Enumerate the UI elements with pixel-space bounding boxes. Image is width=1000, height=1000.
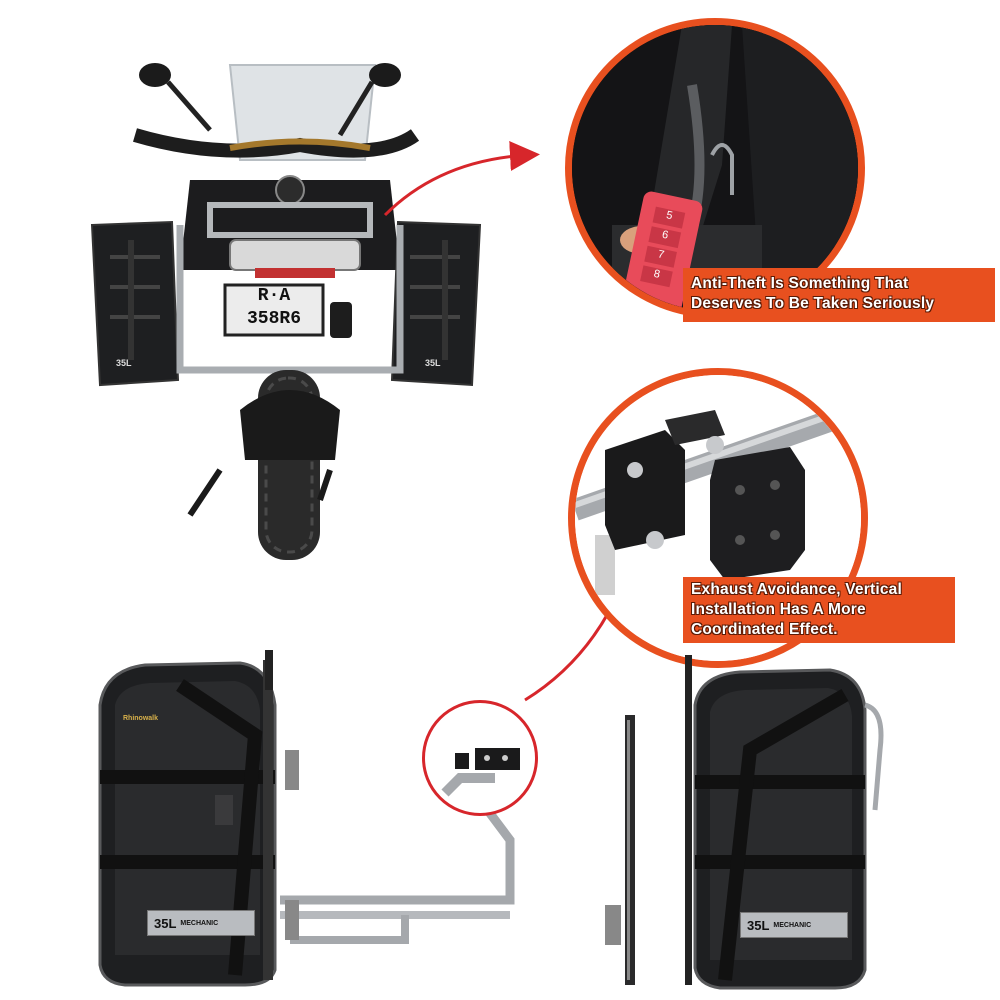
left-bag-illustration bbox=[98, 650, 515, 987]
lock-closeup bbox=[572, 25, 858, 311]
lock-digit: 8 bbox=[640, 265, 673, 288]
right-bag-capacity-label: 35L bbox=[425, 358, 441, 368]
mount-inset-illustration bbox=[441, 748, 520, 797]
plate-line-1: R·A bbox=[257, 286, 291, 306]
lock-digit: 5 bbox=[652, 206, 686, 229]
exhaust-callout: Exhaust Avoidance, Vertical Installation… bbox=[683, 577, 955, 643]
motorcycle-photo: R·A 358R6 35L 35L bbox=[80, 40, 520, 600]
mount-inset-circle bbox=[422, 700, 538, 816]
license-plate: R·A 358R6 bbox=[225, 285, 323, 335]
motorcycle-illustration bbox=[90, 63, 482, 560]
left-bag-badge: 35L MECHANIC bbox=[147, 910, 255, 936]
exhaust-line-1: Exhaust Avoidance, Vertical bbox=[691, 581, 903, 598]
left-bag-capacity-label: 35L bbox=[116, 358, 132, 368]
right-badge-capacity: 35L bbox=[747, 917, 770, 933]
left-bag-with-rack: Rhinowalk 35L MECHANIC bbox=[85, 645, 545, 990]
right-bag-badge: 35L MECHANIC bbox=[740, 912, 848, 938]
right-badge-brand: MECHANIC bbox=[773, 921, 812, 929]
left-bag-logo: Rhinowalk bbox=[123, 715, 159, 722]
left-badge-capacity: 35L bbox=[154, 915, 177, 931]
exhaust-line-2: Installation Has A More bbox=[691, 601, 866, 618]
lock-digit: 6 bbox=[648, 226, 682, 249]
left-badge-brand: MECHANIC bbox=[180, 919, 219, 927]
anti-theft-callout: Anti-Theft Is Something That Deserves To… bbox=[683, 268, 995, 322]
right-bag-side-view: 35L MECHANIC bbox=[600, 650, 900, 995]
plate-line-2: 358R6 bbox=[246, 309, 301, 329]
anti-theft-line-2: Deserves To Be Taken Seriously bbox=[691, 295, 935, 312]
lock-digit: 7 bbox=[644, 245, 677, 268]
right-bag-illustration bbox=[605, 655, 884, 990]
exhaust-line-3: Coordinated Effect. bbox=[691, 621, 838, 638]
anti-theft-line-1: Anti-Theft Is Something That bbox=[691, 275, 909, 292]
